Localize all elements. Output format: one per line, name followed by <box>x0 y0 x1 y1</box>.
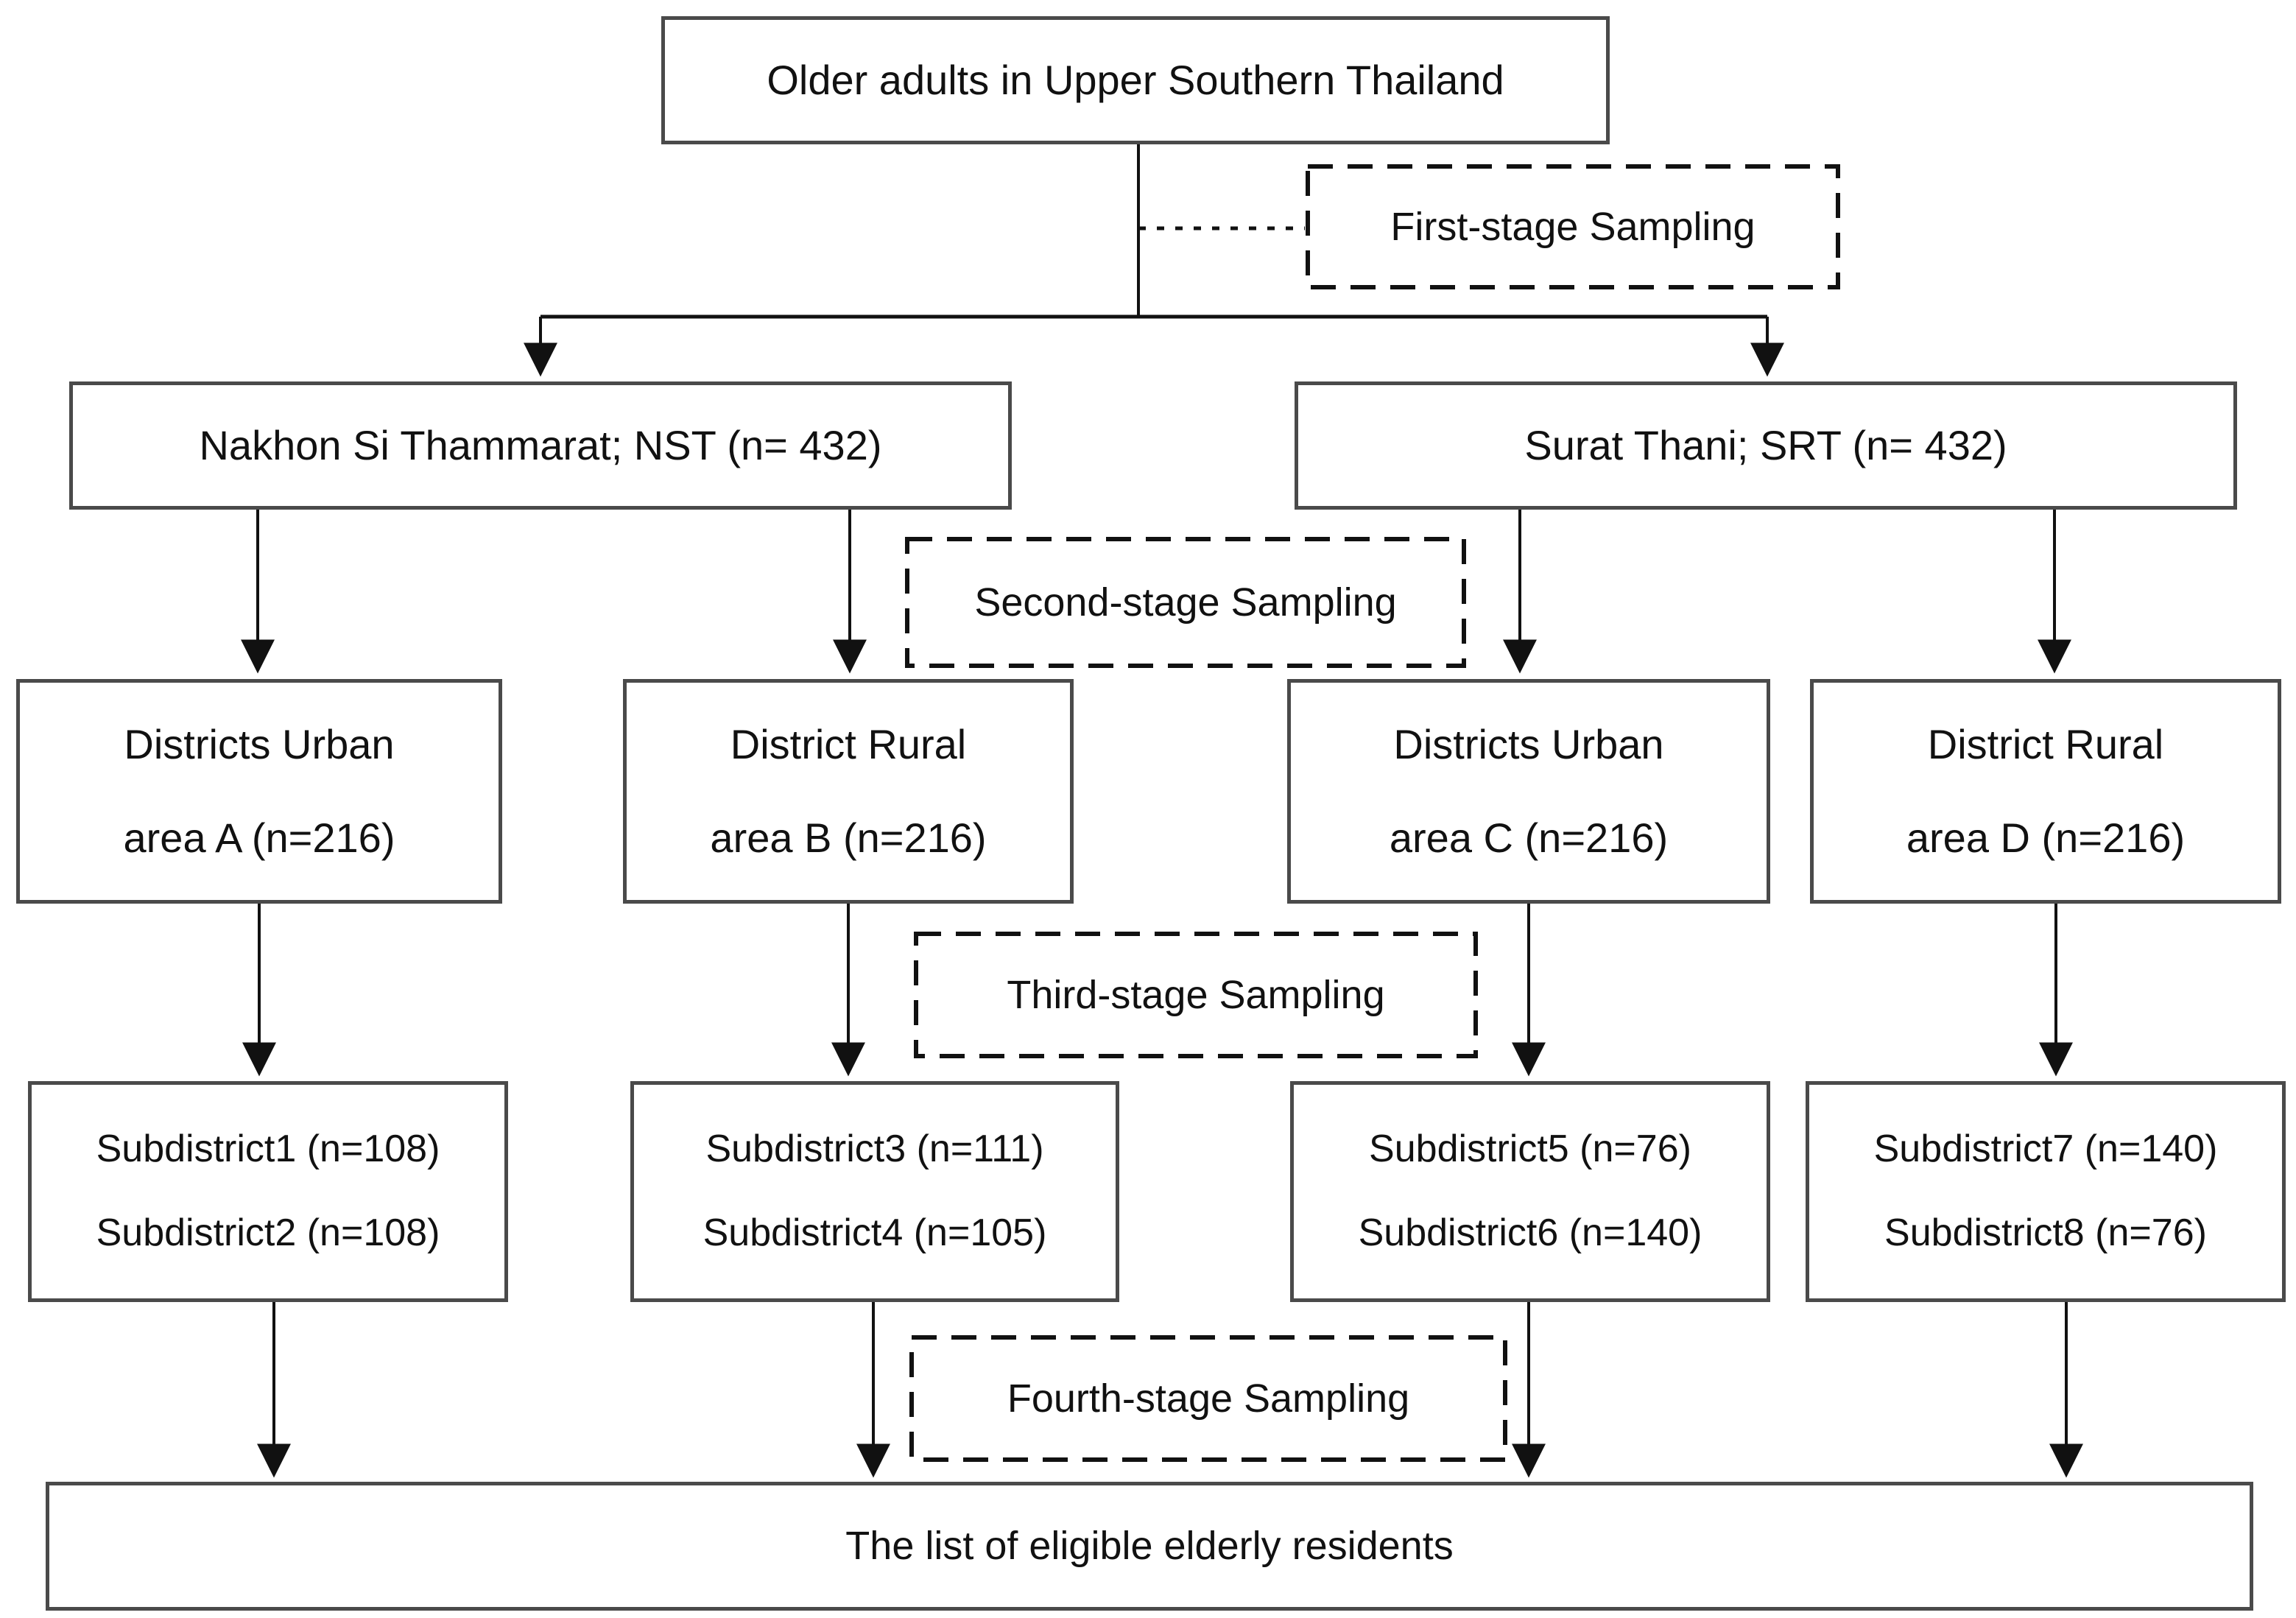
third-stage-label: Third-stage Sampling <box>1007 972 1385 1017</box>
district-b-line1: District Rural <box>730 721 967 768</box>
subdistrict-6-label: Subdistrict6 (n=140) <box>1358 1211 1702 1254</box>
third-stage-label-box: Third-stage Sampling <box>916 934 1476 1056</box>
district-box-b: District Rural area B (n=216) <box>623 679 1074 904</box>
second-stage-label: Second-stage Sampling <box>974 580 1397 625</box>
district-c-line2: area C (n=216) <box>1389 814 1669 861</box>
root-label: Older adults in Upper Southern Thailand <box>767 56 1504 103</box>
district-a-line2: area A (n=216) <box>123 814 395 861</box>
first-stage-label-box: First-stage Sampling <box>1308 166 1838 287</box>
district-box-d: District Rural area D (n=216) <box>1810 679 2281 904</box>
first-stage-label: First-stage Sampling <box>1390 204 1756 249</box>
province-box-srt: Surat Thani; SRT (n= 432) <box>1295 381 2237 510</box>
subdistrict-4-label: Subdistrict4 (n=105) <box>702 1211 1047 1254</box>
fourth-stage-label: Fourth-stage Sampling <box>1007 1376 1410 1421</box>
subdistrict-3-label: Subdistrict3 (n=111) <box>705 1128 1044 1171</box>
root-box: Older adults in Upper Southern Thailand <box>661 16 1610 144</box>
district-b-line2: area B (n=216) <box>710 814 987 861</box>
province-box-nst: Nakhon Si Thammarat; NST (n= 432) <box>69 381 1012 510</box>
province-nst-label: Nakhon Si Thammarat; NST (n= 432) <box>199 421 882 468</box>
subdistrict-5-label: Subdistrict5 (n=76) <box>1369 1128 1691 1171</box>
second-stage-label-box: Second-stage Sampling <box>907 539 1464 666</box>
district-d-line2: area D (n=216) <box>1906 814 2186 861</box>
district-c-line1: Districts Urban <box>1393 721 1664 768</box>
subdistrict-box-7-8: Subdistrict7 (n=140) Subdistrict8 (n=76) <box>1806 1081 2286 1302</box>
province-srt-label: Surat Thani; SRT (n= 432) <box>1524 421 2007 468</box>
subdistrict-1-label: Subdistrict1 (n=108) <box>96 1128 440 1171</box>
fourth-stage-label-box: Fourth-stage Sampling <box>912 1337 1505 1460</box>
subdistrict-box-5-6: Subdistrict5 (n=76) Subdistrict6 (n=140) <box>1290 1081 1770 1302</box>
district-a-line1: Districts Urban <box>124 721 395 768</box>
district-box-c: Districts Urban area C (n=216) <box>1287 679 1770 904</box>
subdistrict-8-label: Subdistrict8 (n=76) <box>1884 1211 2207 1254</box>
district-box-a: Districts Urban area A (n=216) <box>16 679 502 904</box>
subdistrict-box-1-2: Subdistrict1 (n=108) Subdistrict2 (n=108… <box>28 1081 508 1302</box>
subdistrict-box-3-4: Subdistrict3 (n=111) Subdistrict4 (n=105… <box>630 1081 1119 1302</box>
result-box: The list of eligible elderly residents <box>46 1482 2253 1611</box>
subdistrict-7-label: Subdistrict7 (n=140) <box>1873 1128 2218 1171</box>
result-label: The list of eligible elderly residents <box>845 1524 1454 1569</box>
district-d-line1: District Rural <box>1927 721 2164 768</box>
subdistrict-2-label: Subdistrict2 (n=108) <box>96 1211 440 1254</box>
